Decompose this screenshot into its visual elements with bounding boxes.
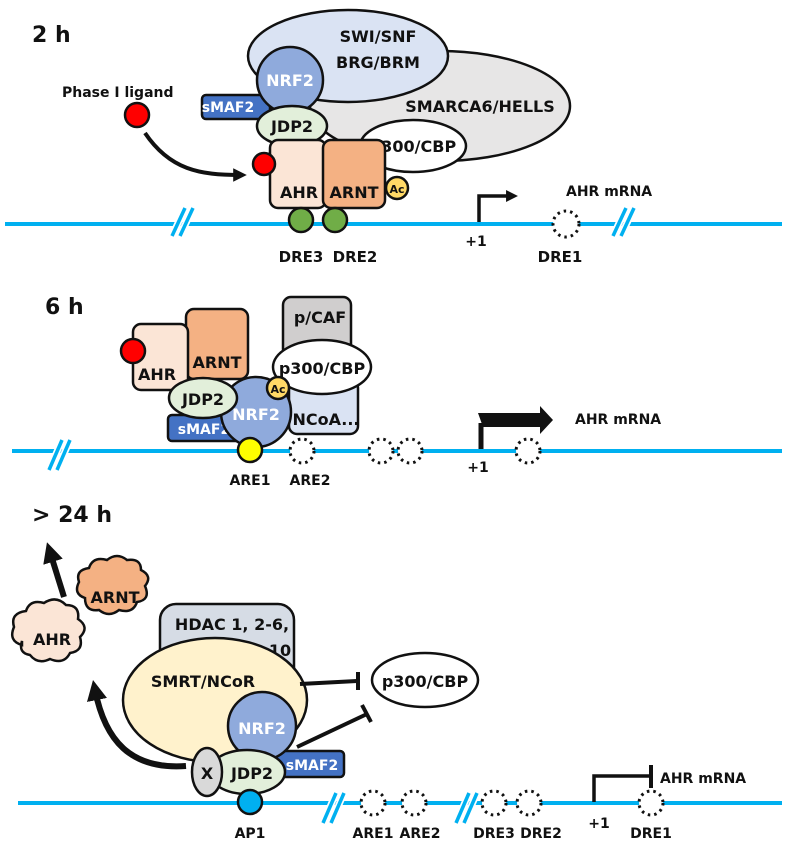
tss-label: +1	[467, 460, 488, 476]
are1-label: ARE1	[353, 826, 394, 842]
export-arrow	[43, 542, 67, 598]
swi-snf-label: SWI/SNF	[340, 27, 417, 46]
are1-label: ARE1	[230, 473, 271, 489]
x-label: X	[201, 764, 214, 783]
hdac-label-line1: HDAC 1, 2-6,	[175, 615, 289, 634]
jdp2-label: JDP2	[181, 390, 224, 409]
mrna-label: AHR mRNA	[575, 412, 661, 428]
pcaf-label: p/CAF	[294, 308, 346, 327]
tss-arrow-strong	[478, 406, 553, 434]
mrna-label: AHR mRNA	[660, 771, 746, 787]
dre3-site	[287, 206, 315, 234]
factor-x	[190, 746, 224, 798]
ap1-site	[236, 788, 264, 816]
inhibition-line	[299, 679, 358, 686]
dre2-label: DRE2	[520, 826, 562, 842]
dre1-label: DRE1	[538, 248, 583, 266]
dre3-label: DRE3	[473, 826, 515, 842]
tss-blocked-arrow	[592, 774, 650, 802]
brg-brm-label: BRG/BRM	[336, 53, 420, 72]
arnt	[321, 138, 387, 210]
nrf2-label: NRF2	[232, 405, 280, 424]
are2-label: ARE2	[290, 473, 331, 489]
p300-label: p300/CBP	[279, 359, 366, 378]
arnt-label: ARNT	[90, 588, 139, 607]
dissociation-arrow	[87, 679, 187, 770]
ligand	[123, 101, 151, 129]
nrf2-label: NRF2	[266, 71, 314, 90]
inhibition-line	[296, 712, 368, 749]
are2-site	[400, 789, 428, 817]
dre1-site	[551, 209, 581, 239]
dre1-label: DRE1	[630, 826, 672, 842]
p300-label: p300/CBP	[370, 137, 457, 156]
acetyl-mark	[265, 375, 291, 401]
tss-arrow	[477, 190, 518, 222]
dre3-label: DRE3	[279, 248, 324, 266]
ahr-label: AHR	[33, 630, 71, 649]
are2-label: ARE2	[400, 826, 441, 842]
smarca6-label: SMARCA6/HELLS	[405, 97, 554, 116]
mrna-label: AHR mRNA	[566, 184, 652, 200]
are2-site	[288, 437, 316, 465]
ap1-label: AP1	[235, 826, 266, 842]
dre1-site	[514, 437, 542, 465]
dre1-site	[637, 789, 665, 817]
time-label-24h: > 24 h	[32, 503, 112, 528]
dre2-label: DRE2	[333, 248, 378, 266]
p300-label: p300/CBP	[382, 672, 469, 691]
jdp2	[167, 376, 239, 420]
p300-cbp	[370, 651, 480, 709]
acetyl-mark	[384, 175, 410, 201]
smaf2-label: sMAF2	[286, 758, 338, 774]
arnt-label: ARNT	[192, 353, 241, 372]
dna-break-icon	[452, 791, 481, 825]
ahr-dissociated: AHR	[11, 598, 86, 663]
unlabeled-site	[396, 437, 424, 465]
dre2-site	[515, 789, 543, 817]
time-label-2h: 2 h	[32, 23, 71, 48]
jdp2-label: JDP2	[270, 117, 313, 136]
arnt-dissociated: ARNT	[75, 554, 150, 616]
tss-label: +1	[588, 816, 609, 832]
tss-label: +1	[465, 234, 486, 250]
dna-break-icon	[319, 791, 348, 825]
unlabeled-site	[367, 437, 395, 465]
dre2-site	[321, 206, 349, 234]
ac-label: Ac	[270, 383, 285, 396]
smrt-label: SMRT/NCoR	[151, 672, 255, 691]
smaf2-label: sMAF2	[202, 100, 254, 116]
inhibition-bar	[360, 704, 373, 723]
ligand-binding-arrow	[143, 131, 247, 182]
nrf2-label: NRF2	[238, 719, 286, 738]
ac-label: Ac	[389, 183, 404, 196]
dre3-site	[480, 789, 508, 817]
dna-break-icon	[609, 206, 638, 238]
jdp2-label: JDP2	[230, 764, 273, 783]
smaf2-label: sMAF2	[178, 422, 230, 438]
p300-cbp	[271, 338, 373, 396]
dna-break-icon	[45, 438, 74, 472]
ahr-label: AHR	[280, 183, 318, 202]
panel-6h: 6 h p/CAF ARNT AHR p300/CBP sMAF2 NRF2 N…	[12, 295, 782, 489]
are1-site	[236, 436, 264, 464]
are1-site	[359, 789, 387, 817]
dna-break-icon	[168, 206, 197, 238]
bound-ligand	[251, 151, 277, 177]
ncoa-label: NCoA...	[292, 410, 359, 429]
panel-2h: 2 h SMARCA6/HELLS SWI/SNF BRG/BRM p300/C…	[5, 8, 782, 266]
ligand-label: Phase Ⅰ ligand	[62, 85, 174, 101]
bound-ligand	[119, 337, 147, 365]
ahr-label: AHR	[138, 365, 176, 384]
time-label-6h: 6 h	[45, 295, 84, 320]
arnt-label: ARNT	[329, 183, 378, 202]
panel-24h: > 24 h ARNT AHR HDAC 1, 2-6, 10 SMRT/NCo…	[11, 503, 782, 842]
